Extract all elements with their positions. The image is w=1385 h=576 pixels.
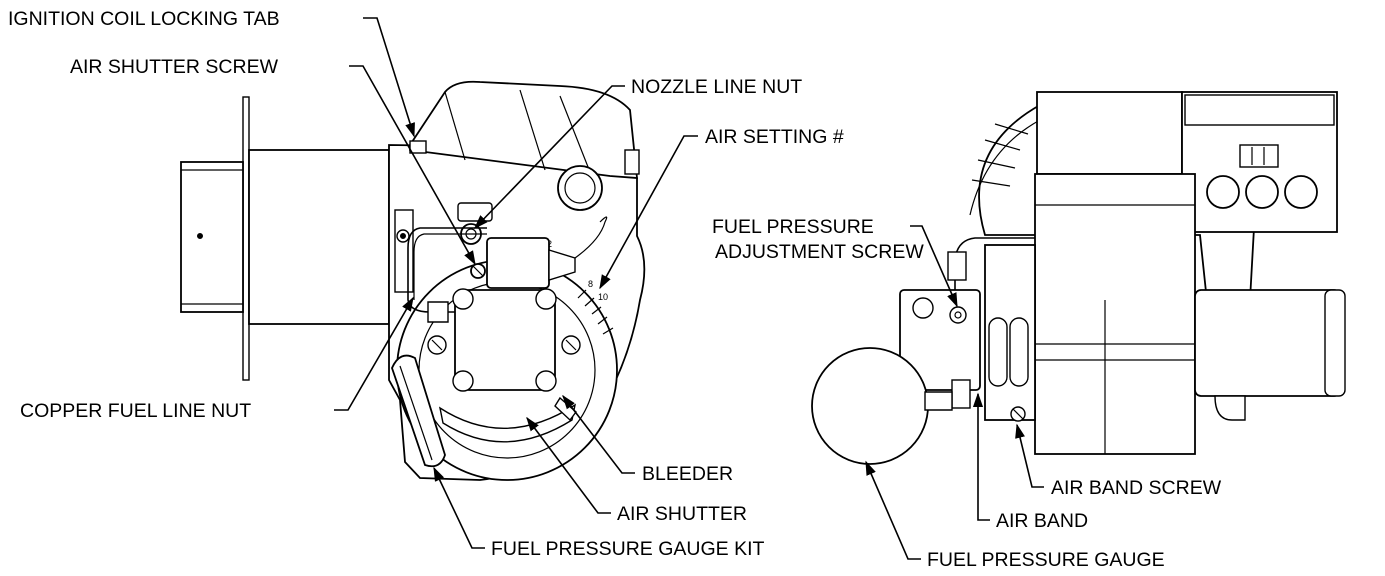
label-copper-fuel-line-nut: COPPER FUEL LINE NUT bbox=[20, 400, 251, 422]
callout-labels: IGNITION COIL LOCKING TAB AIR SHUTTER SC… bbox=[8, 8, 1222, 571]
label-fuel-pressure-adjustment-screw-line2: ADJUSTMENT SCREW bbox=[715, 241, 924, 263]
label-air-band-screw: AIR BAND SCREW bbox=[1051, 477, 1222, 499]
left-burner-drawing: 2 8 10 bbox=[180, 80, 646, 481]
air-shutter bbox=[438, 403, 577, 443]
knockout-2 bbox=[1245, 175, 1279, 209]
label-air-band: AIR BAND bbox=[996, 510, 1088, 532]
ignition-coil-locking-tab bbox=[409, 140, 427, 154]
solenoid-valve bbox=[486, 237, 550, 289]
knockout-1 bbox=[1206, 175, 1240, 209]
fuel-pressure-adjustment-screw bbox=[949, 306, 967, 324]
copper-fuel-line bbox=[407, 227, 487, 313]
dial-mark-8: 8 bbox=[588, 279, 593, 289]
terminal-block bbox=[1239, 144, 1279, 168]
right-burner-drawing bbox=[811, 91, 1346, 465]
control-box bbox=[1036, 91, 1183, 175]
knockout-3 bbox=[1284, 175, 1318, 209]
burner-body bbox=[1034, 173, 1196, 455]
label-bleeder: BLEEDER bbox=[642, 463, 733, 485]
leader-lines bbox=[334, 17, 1044, 560]
label-nozzle-line-nut: NOZZLE LINE NUT bbox=[631, 76, 802, 98]
air-tube bbox=[180, 149, 390, 325]
dial-mark-10: 10 bbox=[598, 292, 608, 302]
copper-fuel-line-nut bbox=[427, 301, 449, 323]
label-air-shutter-screw: AIR SHUTTER SCREW bbox=[70, 56, 279, 78]
label-fuel-pressure-gauge-kit: FUEL PRESSURE GAUGE KIT bbox=[491, 538, 765, 560]
label-air-setting: AIR SETTING # bbox=[705, 126, 844, 148]
igniter-box bbox=[409, 80, 639, 179]
label-fuel-pressure-adjustment-screw-line1: FUEL PRESSURE bbox=[712, 216, 874, 238]
label-fuel-pressure-gauge: FUEL PRESSURE GAUGE bbox=[927, 549, 1165, 571]
label-ignition-coil-locking-tab: IGNITION COIL LOCKING TAB bbox=[8, 8, 280, 30]
motor bbox=[1194, 289, 1341, 397]
fuel-pressure-gauge bbox=[811, 347, 929, 465]
oil-pump bbox=[454, 289, 556, 391]
label-air-shutter: AIR SHUTTER bbox=[617, 503, 747, 525]
